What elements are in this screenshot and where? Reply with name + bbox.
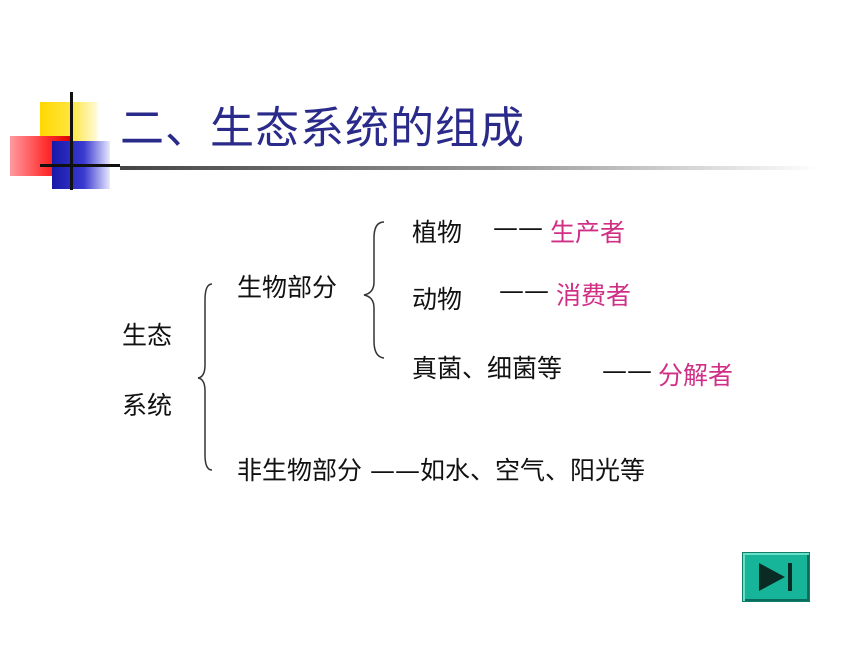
item-plant-dash: —— bbox=[493, 213, 543, 242]
decor-vertical-line bbox=[70, 92, 73, 190]
item-fungi-role: 分解者 bbox=[658, 361, 734, 390]
item-animal-role: 消费者 bbox=[556, 281, 632, 310]
abiotic-desc: 如水、空气、阳光等 bbox=[419, 456, 645, 485]
next-slide-button[interactable] bbox=[742, 552, 810, 602]
biotic-brace bbox=[363, 221, 385, 359]
item-plant-role: 生产者 bbox=[550, 218, 626, 247]
slide-title: 二、生态系统的组成 bbox=[120, 103, 525, 154]
abiotic-dash: —— bbox=[369, 456, 420, 485]
item-animal-name: 动物 bbox=[412, 285, 463, 314]
abiotic-row: 非生物部分 ——如水、空气、阳光等 bbox=[237, 451, 645, 487]
decor-horizontal-line bbox=[40, 164, 120, 167]
item-plant-name: 植物 bbox=[412, 218, 463, 247]
item-fungi-name: 真菌、细菌等 bbox=[412, 354, 563, 383]
abiotic-label: 非生物部分 bbox=[237, 456, 363, 485]
title-underline bbox=[120, 166, 820, 170]
item-fungi-dash: —— bbox=[602, 356, 652, 385]
biotic-label: 生物部分 bbox=[237, 273, 338, 302]
root-brace bbox=[197, 283, 213, 471]
root-label-line1: 生态 bbox=[122, 321, 173, 350]
item-animal-dash: —— bbox=[499, 276, 549, 305]
root-label-line2: 系统 bbox=[122, 391, 173, 420]
skip-forward-icon bbox=[759, 563, 792, 591]
